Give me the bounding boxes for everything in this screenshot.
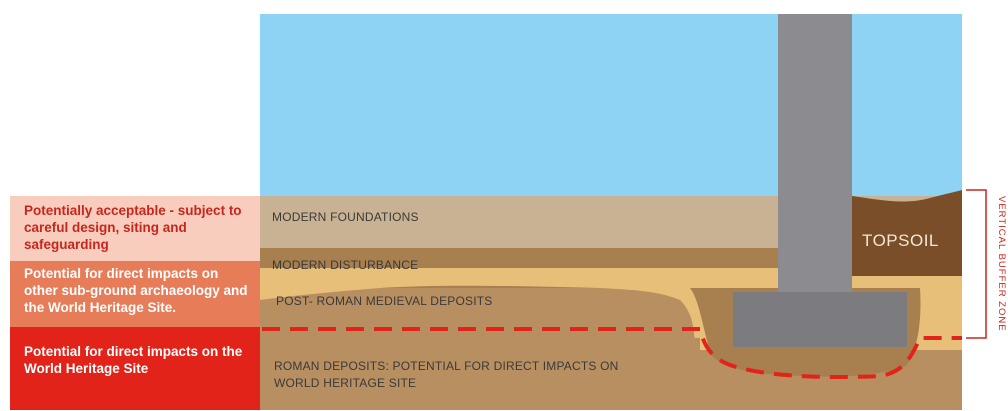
legend-text: Potentially acceptable - subject to care… <box>24 203 242 252</box>
impact-line <box>262 327 962 380</box>
label-roman-deposits: ROMAN DEPOSITS: POTENTIAL FOR DIRECT IMP… <box>274 359 619 390</box>
label-modern-foundations: MODERN FOUNDATIONS <box>272 210 419 224</box>
label-post-roman-medieval: POST- ROMAN MEDIEVAL DEPOSITS <box>276 294 493 308</box>
label-modern-disturbance: MODERN DISTURBANCE <box>272 258 419 272</box>
layer-roman-lower <box>260 332 700 410</box>
legend-sub-ground-impacts: Potential for direct impacts on other su… <box>10 261 260 327</box>
legend-whs-impacts: Potential for direct impacts on the Worl… <box>10 327 260 410</box>
legend-text: Potential for direct impacts on the Worl… <box>24 344 243 376</box>
legend-potentially-acceptable: Potentially acceptable - subject to care… <box>10 196 260 261</box>
sky-area <box>260 14 962 196</box>
label-topsoil: TOPSOIL <box>862 231 939 250</box>
pile-cap <box>733 292 907 347</box>
buffer-zone-bracket <box>966 189 987 339</box>
topsoil-mound <box>852 190 962 276</box>
pile-shaft <box>778 14 852 292</box>
label-vertical-buffer-zone: VERTICAL BUFFER ZONE <box>996 196 1007 332</box>
legend-text: Potential for direct impacts on other su… <box>24 266 248 315</box>
